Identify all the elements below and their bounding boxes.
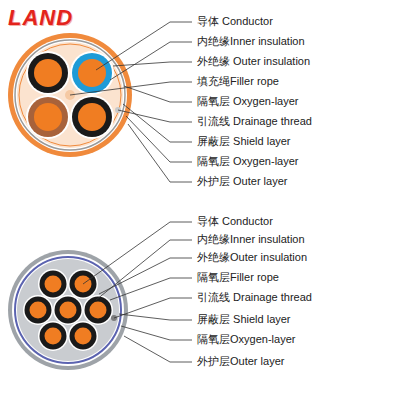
part-label: 外护层 Outer layer	[197, 175, 287, 188]
part-label: 外绝缘 Outer insulation	[197, 55, 310, 68]
logo-text: LAND	[8, 5, 73, 31]
leader-lines	[70, 22, 192, 362]
part-label: 外护层Outer layer	[197, 355, 284, 368]
part-label: 外绝缘Outer insulation	[197, 251, 307, 264]
part-label: 内绝缘Inner insulation	[197, 233, 305, 246]
part-label: 屏蔽层 Shield layer	[197, 135, 291, 148]
part-label: 隔氧层 Oxygen-layer	[197, 95, 298, 108]
part-label: 填充绳Filler rope	[197, 75, 279, 88]
part-label: 引流线 Drainage thread	[197, 115, 312, 128]
part-label: 导体 Conductor	[197, 15, 273, 28]
part-label: 内绝缘Inner insulation	[197, 35, 305, 48]
part-label: 隔氧层Filler rope	[197, 271, 279, 284]
seven-core-cable	[8, 250, 128, 370]
part-label: 导体 Conductor	[197, 215, 273, 228]
part-label: 隔氧层Oxygen-layer	[197, 333, 295, 346]
part-label: 引流线 Drainage thread	[197, 291, 312, 304]
part-label: 屏蔽层 Shield layer	[197, 313, 291, 326]
part-label: 隔氧层 Oxygen-layer	[197, 155, 298, 168]
